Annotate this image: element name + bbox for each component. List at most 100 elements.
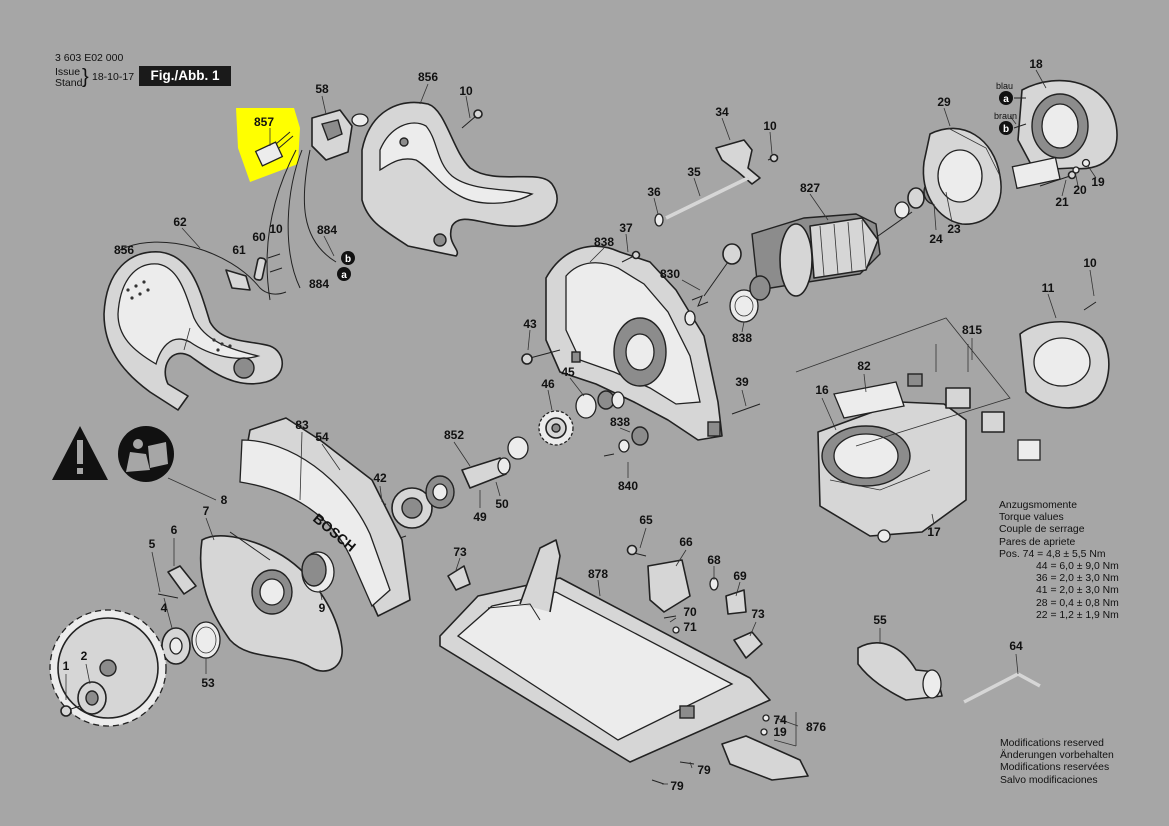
label-39: 39 (735, 375, 749, 389)
clamp-flange-2 (77, 681, 107, 715)
torque-row: 28 = 0,4 ± 0,8 Nm (1036, 597, 1119, 609)
modifications-note: Modifications reserved Änderungen vorbeh… (1000, 738, 1114, 787)
label-69: 69 (733, 569, 747, 583)
ring-36 (654, 213, 664, 227)
brush-holder-58 (311, 109, 369, 161)
screw-43 (521, 349, 561, 365)
hex-key-64 (963, 672, 1041, 704)
label-50: 50 (495, 497, 509, 511)
svg-text:b: b (345, 254, 351, 265)
label-11: 11 (1042, 281, 1055, 295)
label-55: 55 (873, 613, 887, 627)
torque-row: 22 = 1,2 ± 1,9 Nm (1036, 609, 1119, 621)
leader-lines (65, 69, 1097, 785)
label-838-bearing: 838 (610, 415, 630, 429)
label-16: 16 (815, 383, 829, 397)
label-815: 815 (962, 323, 982, 337)
torque-title-en: Torque values (999, 512, 1064, 524)
label-74: 74 (773, 713, 787, 727)
screw-21 (1039, 170, 1077, 187)
label-34: 34 (715, 105, 729, 119)
svg-text:a: a (1003, 94, 1009, 105)
screw-10-endcap (1083, 301, 1097, 311)
label-19-top: 19 (1091, 175, 1105, 189)
label-83: 83 (295, 418, 309, 432)
spindle-assembly-852 (391, 436, 529, 529)
label-8: 8 (221, 493, 228, 507)
label-830: 830 (660, 267, 680, 281)
lever-6 (167, 565, 197, 595)
screw-79-a (679, 761, 695, 765)
lower-guard-7 (199, 531, 343, 672)
gear-46 (538, 410, 574, 446)
label-1: 1 (63, 659, 70, 673)
stand-label: Stand (55, 77, 83, 89)
label-66: 66 (679, 535, 693, 549)
label-43: 43 (523, 317, 537, 331)
label-62: 62 (173, 215, 187, 229)
label-7: 7 (203, 504, 210, 518)
label-42: 42 (373, 471, 387, 485)
screw-10-top (461, 109, 483, 129)
label-65: 65 (639, 513, 653, 527)
washer-20 (1072, 166, 1080, 174)
knob-73-left (447, 565, 471, 591)
screw-79-b (651, 779, 665, 785)
label-54: 54 (315, 430, 329, 444)
label-10-endcap: 10 (1083, 256, 1097, 270)
label-857: 857 (254, 115, 274, 129)
label-79-left: 79 (670, 779, 684, 793)
label-876: 876 (806, 720, 826, 734)
housing-half-856-bottom (103, 251, 284, 411)
label-29: 29 (937, 95, 951, 109)
screws-10-cable (267, 253, 283, 273)
label-838-housing: 838 (594, 235, 614, 249)
part-labels: 857 58 856 10 34 10 18 29 36 35 827 20 1… (63, 57, 1105, 793)
label-852: 852 (444, 428, 464, 442)
base-plate-878 (439, 539, 771, 763)
label-61: 61 (232, 243, 246, 257)
screws-70-71 (663, 615, 680, 634)
clamp-60 (253, 257, 267, 281)
wire-terminal-brown: b (999, 121, 1027, 135)
washer-50 (489, 475, 501, 481)
label-827: 827 (800, 181, 820, 195)
motor-field-16 (817, 401, 967, 543)
part-857-highlight[interactable] (236, 108, 300, 182)
svg-text:a: a (341, 270, 347, 281)
label-64: 64 (1009, 639, 1023, 653)
label-36: 36 (647, 185, 661, 199)
label-70: 70 (683, 605, 697, 619)
label-856-bottom: 856 (114, 243, 134, 257)
grip-texture (126, 280, 232, 352)
warning-triangle-icon (52, 426, 108, 480)
issue-date: 18-10-17 (92, 71, 135, 83)
wire-terminal-b-left: b (341, 251, 355, 265)
label-82: 82 (857, 359, 871, 373)
figure-label: Fig./Abb. 1 (139, 66, 231, 86)
screw-65 (626, 544, 647, 557)
brace: } (82, 66, 89, 88)
wire-terminal-a-left: a (337, 267, 351, 281)
label-35: 35 (687, 165, 701, 179)
svg-text:b: b (1003, 124, 1009, 135)
label-838-seal: 838 (732, 331, 752, 345)
document-number: 3 603 E02 000 (55, 52, 124, 64)
knob-69 (725, 589, 747, 615)
label-2: 2 (81, 649, 88, 663)
label-6: 6 (171, 523, 178, 537)
screw-10-lever (767, 153, 779, 163)
wire-terminal-blue: a (999, 91, 1026, 105)
modifications-es: Salvo modificaciones (1000, 774, 1098, 786)
label-20: 20 (1073, 183, 1087, 197)
housing-half-856-top (361, 101, 558, 257)
torque-title-de: Anzugsmomente (999, 500, 1077, 511)
issue-label: Issue (55, 66, 81, 78)
spring-9 (301, 551, 335, 593)
lever-34 (715, 139, 761, 185)
bracket-66 (647, 559, 691, 613)
torque-title-es: Pares de apriete (999, 536, 1076, 548)
label-9: 9 (319, 601, 326, 615)
torque-row: Pos. 74 = 4,8 ± 5,5 Nm (999, 548, 1106, 560)
